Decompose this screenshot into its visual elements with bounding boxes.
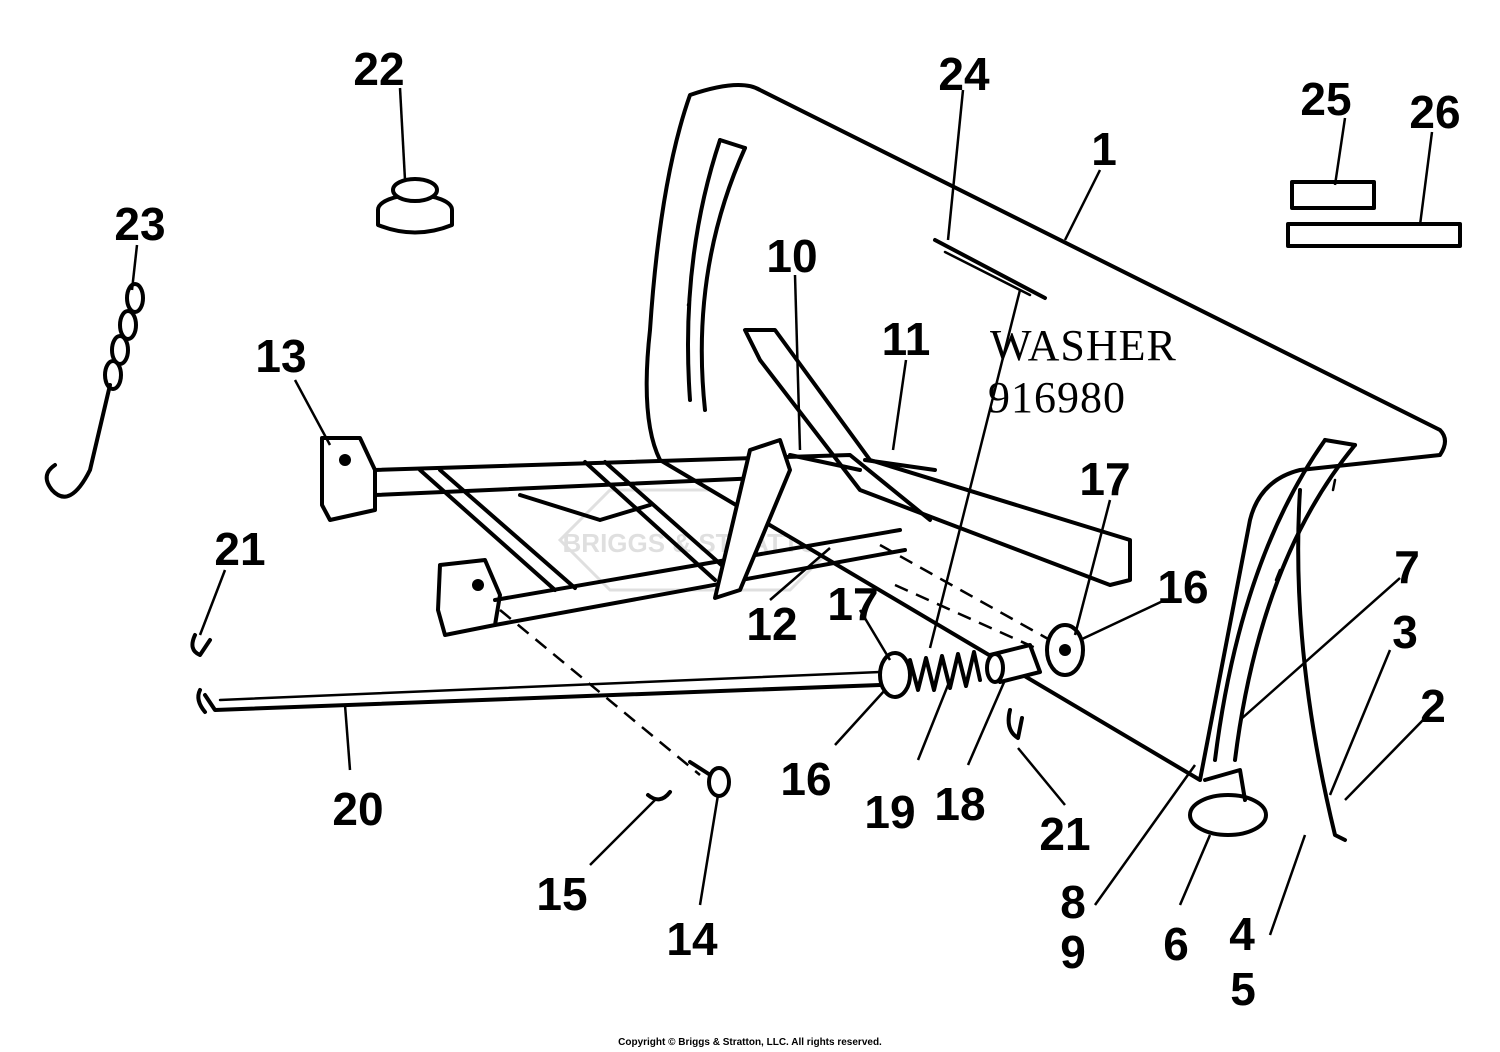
decal-part-24 <box>933 238 1047 300</box>
callout-19: 19 <box>864 786 915 838</box>
callout-24: 24 <box>938 48 990 100</box>
callout-7: 7 <box>1394 541 1420 593</box>
spring-part-19 <box>908 650 982 692</box>
callout-numbers: 1 2 3 4 5 6 7 8 9 10 11 12 13 14 15 16 1… <box>114 43 1460 1015</box>
washer-part-16-17 <box>878 623 1085 699</box>
callout-17a: 17 <box>1079 453 1130 505</box>
callout-3: 3 <box>1392 606 1418 658</box>
chain-part-23 <box>44 282 145 499</box>
callout-21b: 21 <box>1039 808 1090 860</box>
clip-part-21 <box>190 633 212 657</box>
callout-18: 18 <box>934 778 985 830</box>
callout-8: 8 <box>1060 876 1086 928</box>
callout-22: 22 <box>353 43 404 95</box>
callout-12: 12 <box>746 598 797 650</box>
note-washer-label: WASHER <box>990 321 1177 370</box>
decal-part-26 <box>1286 222 1462 248</box>
sleeve-part-18 <box>985 643 1042 684</box>
clip-part-21 <box>1006 708 1024 740</box>
blade-part-1 <box>644 83 1447 842</box>
callout-5: 5 <box>1230 963 1256 1015</box>
callout-17b: 17 <box>827 578 878 630</box>
assembly-line <box>879 543 1051 642</box>
callout-16b: 16 <box>780 753 831 805</box>
assembly-line <box>499 609 701 776</box>
callout-14: 14 <box>666 913 718 965</box>
copyright-notice: Copyright © Briggs & Stratton, LLC. All … <box>618 1037 882 1048</box>
callout-1: 1 <box>1091 123 1117 175</box>
callout-6: 6 <box>1163 918 1189 970</box>
decal-part-25 <box>1290 180 1376 210</box>
clip-part-15 <box>646 790 672 802</box>
callout-13: 13 <box>255 330 306 382</box>
callout-20: 20 <box>332 783 383 835</box>
callout-11: 11 <box>882 313 931 365</box>
push-frame <box>320 328 1132 637</box>
shoe-part-6 <box>1188 768 1268 837</box>
leader-lines <box>130 87 1434 936</box>
pin-part-14 <box>688 760 731 798</box>
callout-2: 2 <box>1420 680 1446 732</box>
callout-10: 10 <box>766 230 817 282</box>
callout-16a: 16 <box>1157 561 1208 613</box>
callout-23: 23 <box>114 198 165 250</box>
assembly-line <box>894 583 1041 652</box>
rod-part-20 <box>196 670 882 714</box>
callout-26: 26 <box>1409 86 1460 138</box>
note-washer-part-number: 916980 <box>988 373 1126 422</box>
callout-9: 9 <box>1060 926 1086 978</box>
callout-21a: 21 <box>214 523 265 575</box>
knob-part-22 <box>376 177 454 235</box>
callout-15: 15 <box>536 868 587 920</box>
callout-25: 25 <box>1300 73 1351 125</box>
callout-4: 4 <box>1229 908 1255 960</box>
